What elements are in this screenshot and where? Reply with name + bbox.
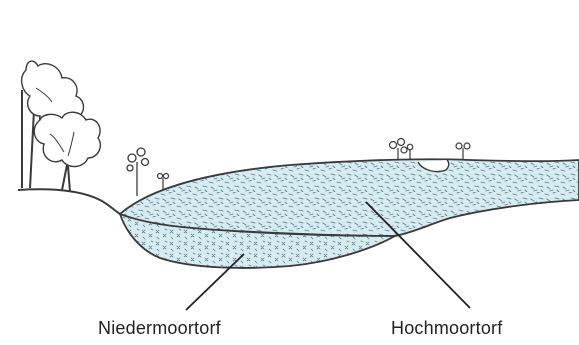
label-hochmoortorf: Hochmoortorf (391, 318, 502, 339)
label-niedermoortorf: Niedermoortorf (98, 318, 221, 339)
shrub-right-1 (390, 139, 408, 161)
shrub-right-2 (407, 144, 413, 160)
hochmoortorf-layer (120, 159, 579, 236)
tree-group-left (22, 61, 101, 192)
ground-line (18, 189, 120, 214)
tree-canopy-lower (34, 112, 100, 166)
shrub-left (127, 148, 149, 196)
shrub-right-3 (456, 143, 470, 160)
